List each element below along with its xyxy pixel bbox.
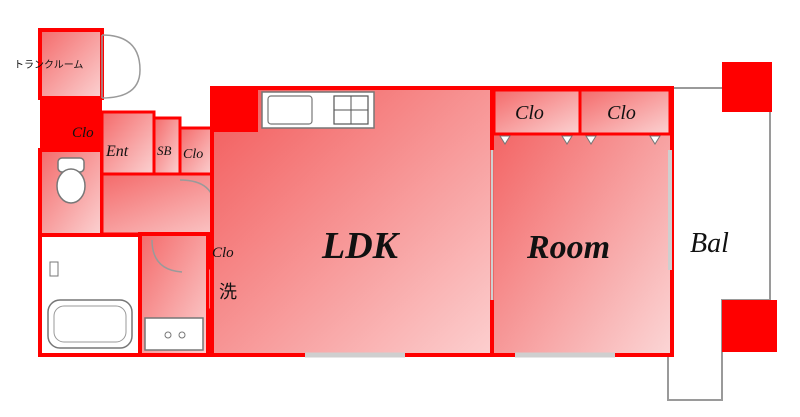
closet-door-marks: [499, 135, 661, 145]
clo-left-area: [40, 98, 102, 150]
toilet-icon: [56, 157, 86, 204]
label-clo-room-1: Clo: [515, 102, 544, 124]
label-clo-wash: Clo: [212, 245, 234, 261]
balcony-pillar-top: [722, 62, 772, 112]
door-swing: [101, 69, 141, 99]
label-wash: 洗: [219, 282, 237, 303]
label-bal: Bal: [690, 228, 729, 259]
wash-basin-icon: [144, 317, 204, 351]
bathtub-icon: [47, 299, 133, 349]
kitchen-counter: [261, 91, 375, 129]
label-ldk: LDK: [321, 225, 401, 267]
room-clo-2: [578, 88, 672, 136]
ldk-room: [210, 86, 494, 357]
balcony-pillar-bottom: [722, 300, 777, 352]
label-trunk-room: トランクルーム: [14, 59, 83, 71]
shower-icon: [49, 261, 59, 277]
label-room: Room: [526, 229, 610, 266]
stove-icon: [333, 95, 369, 125]
ldk-pillar: [212, 88, 258, 132]
label-clo-left: Clo: [72, 125, 94, 141]
building-walls: [38, 28, 674, 358]
label-sb: SB: [157, 143, 172, 158]
sink-icon: [267, 95, 313, 125]
room-clo-1: [492, 88, 582, 136]
door-swing: [151, 239, 183, 273]
label-clo-room-2: Clo: [607, 102, 636, 124]
door-swing: [101, 34, 141, 71]
label-ent: Ent: [105, 143, 129, 160]
label-clo-hall: Clo: [183, 147, 203, 162]
clo-hall-area: [178, 126, 216, 176]
